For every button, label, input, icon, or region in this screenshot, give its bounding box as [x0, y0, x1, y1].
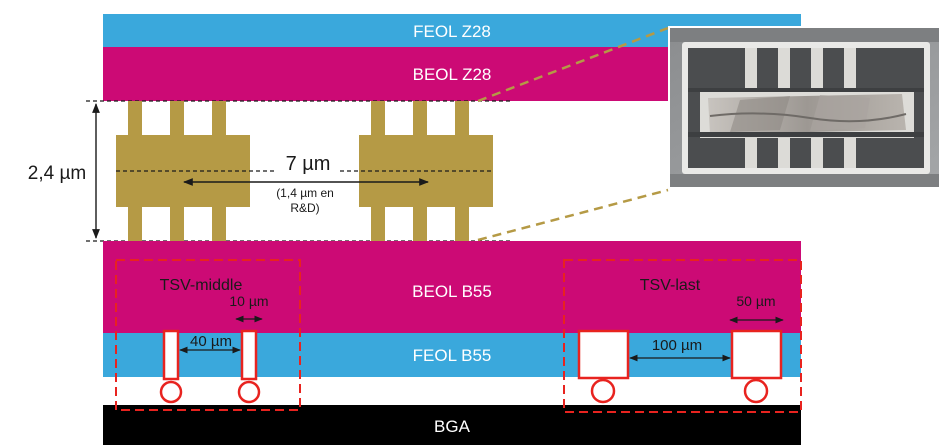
tsv-middle-via-left — [164, 331, 178, 379]
tsv-last-width-label: 50 µm — [736, 293, 775, 309]
solder-ball — [161, 382, 181, 402]
tsv-middle-title: TSV-middle — [160, 277, 243, 294]
tsv-middle-spacing-label: 40 µm — [190, 333, 232, 350]
solder-ball — [239, 382, 259, 402]
pitch-label: 7 µm — [286, 153, 331, 175]
sem-cross-section-image — [668, 26, 941, 189]
height-label: 2,4 µm — [28, 163, 86, 184]
bga-label: BGA — [434, 417, 471, 436]
tsv-last-title: TSV-last — [640, 277, 701, 294]
solder-ball — [745, 380, 767, 402]
tsv-last-via-left — [579, 331, 628, 378]
feol-z28-label: FEOL Z28 — [413, 22, 491, 41]
tsv-middle-width-label: 10 µm — [229, 293, 268, 309]
tsv-last-spacing-label: 100 µm — [652, 337, 702, 354]
beol-z28-label: BEOL Z28 — [413, 65, 492, 84]
feol-b55-label: FEOL B55 — [413, 346, 492, 365]
pitch-note-line2: R&D) — [290, 201, 319, 215]
tsv-middle-via-right — [242, 331, 256, 379]
beol-b55-label: BEOL B55 — [412, 282, 492, 301]
pitch-note-line1: (1,4 µm en — [276, 186, 334, 200]
tsv-last-via-right — [732, 331, 781, 378]
leader-line-bottom — [478, 190, 668, 240]
solder-ball — [592, 380, 614, 402]
